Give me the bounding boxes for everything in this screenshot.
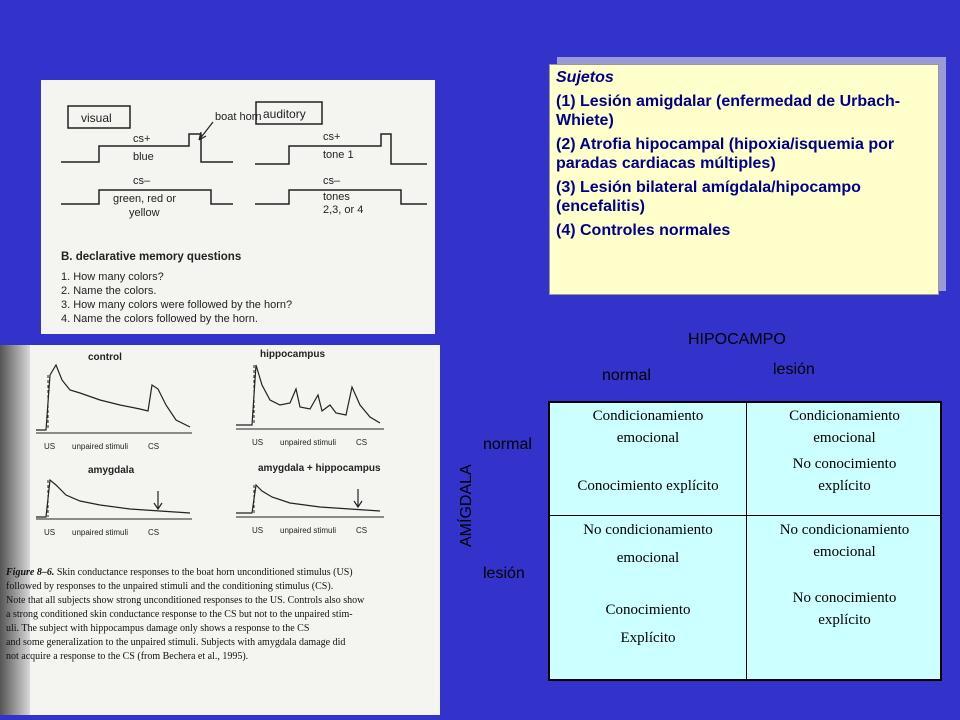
sujetos-item-2: (2) Atrofia hipocampal (hipoxia/isquemia… (556, 136, 895, 172)
visual-label: visual (81, 111, 112, 125)
amygdala-hippocampus-us-label: US (252, 526, 263, 535)
tones-label: tones (323, 191, 350, 203)
caption-line-2: followed by responses to the unpaired st… (6, 581, 333, 592)
cs-plus-right-label: cs+ (323, 131, 340, 143)
cell-lesion-lesion-line-c: No conocimiento (792, 590, 897, 606)
amygdala-hippocampus-cs-arrow-icon (353, 489, 363, 509)
yellow-label: yellow (129, 207, 160, 219)
sujetos-box: Sujetos (1) Lesión amigdalar (enfermedad… (549, 64, 939, 295)
tones-nums-label: 2,3, or 4 (323, 204, 363, 216)
cell-normal-lesion-line-d: explícito (818, 478, 871, 494)
panel-title-amygdala-hippocampus: amygdala + hippocampus (258, 463, 381, 474)
cs-plus-visual-trace (61, 133, 233, 163)
hippocampus-cs-label: CS (356, 438, 367, 447)
sujetos-item-1: (1) Lesión amigdalar (enfermedad de Urba… (556, 93, 901, 129)
cell-lesion-lesion-line-b: emocional (813, 544, 876, 560)
table-vertical-divider (746, 403, 747, 679)
caption-line-7: not acquire a response to the CS (from B… (6, 651, 248, 662)
cell-normal-lesion-line-a: Condicionamiento (789, 408, 900, 424)
control-trace (36, 363, 191, 431)
amygdala-hippocampus-cs-label: CS (356, 526, 367, 535)
amygdala-cs-label: CS (148, 528, 159, 537)
control-unpaired-label: unpaired stimuli (72, 442, 128, 451)
amygdala-cs-arrow-icon (153, 491, 163, 511)
column-lesion-label: lesión (773, 361, 815, 378)
outcome-table: Condicionamiento emocional Conocimiento … (548, 401, 942, 681)
caption-line-4: a strong conditioned skin conductance re… (6, 609, 353, 620)
boat-horn-label: boat horn (215, 111, 261, 123)
visual-box (67, 105, 131, 129)
cell-normal-normal-line-b: emocional (616, 430, 680, 446)
amygdala-hippocampus-trace (236, 483, 381, 514)
cs-plus-left-label: cs+ (133, 133, 150, 145)
hippocampus-trace (236, 364, 381, 426)
cs-minus-right-label: cs– (323, 175, 341, 187)
cell-normal-lesion-line-b: emocional (813, 430, 876, 446)
auditory-box (255, 101, 323, 125)
row-lesion-label: lesión (483, 565, 525, 582)
control-us-label: US (44, 442, 55, 451)
amygdala-hippocampus-unpaired-label: unpaired stimuli (280, 526, 336, 535)
cell-normal-lesion: Condicionamiento emocional No conocimien… (747, 405, 942, 497)
panel-title-amygdala: amygdala (88, 465, 135, 476)
amygdala-trace (36, 478, 191, 518)
question-1: 1. How many colors? (61, 271, 164, 283)
sujetos-item-4: (4) Controles normales (556, 222, 731, 239)
cell-normal-lesion-line-c: No conocimiento (792, 456, 897, 472)
cs-minus-auditory-trace (255, 189, 427, 205)
caption-line-5: uli. The subject with hippocampus damage… (6, 623, 309, 634)
cell-lesion-normal-line-b: emocional (616, 550, 680, 566)
sujetos-item-3: (3) Lesión bilateral amígdala/hipocampo … (556, 179, 861, 215)
hippocampus-us-label: US (252, 438, 263, 447)
table-horizontal-divider (550, 515, 940, 516)
cell-lesion-normal-line-d: Explícito (620, 630, 676, 646)
hippocampus-unpaired-label: unpaired stimuli (280, 438, 336, 447)
scan-shadow (0, 345, 30, 715)
amygdala-unpaired-label: unpaired stimuli (72, 528, 128, 537)
cell-lesion-lesion-line-a: No condicionamiento (779, 522, 910, 538)
cell-lesion-normal: No condicionamiento emocional Conocimien… (550, 519, 746, 649)
question-4: 4. Name the colors followed by the horn. (61, 313, 258, 325)
caption-line-3: Note that all subjects show strong uncon… (6, 595, 365, 606)
skin-conductance-figure: control hippocampus amygdala amygdala + … (0, 345, 440, 715)
row-normal-label: normal (483, 436, 532, 453)
skin-conductance-plots: control hippocampus amygdala amygdala + … (5, 349, 384, 662)
cell-lesion-normal-line-c: Conocimiento (605, 602, 691, 618)
paradigm-figure: visual auditory boat horn cs+ blue cs+ t… (41, 80, 435, 334)
tone1-label: tone 1 (323, 149, 354, 161)
control-cs-label: CS (148, 442, 159, 451)
cs-minus-visual-trace (61, 189, 233, 205)
blue-label: blue (133, 151, 154, 163)
cell-normal-normal: Condicionamiento emocional Conocimiento … (550, 405, 746, 497)
question-3: 3. How many colors were followed by the … (61, 299, 292, 311)
cs-plus-auditory-trace (255, 133, 427, 165)
caption-line-6: and some generalization to the unpaired … (6, 637, 345, 648)
cell-normal-normal-line-a: Condicionamiento (592, 408, 704, 424)
cell-lesion-lesion-line-d: explícito (818, 612, 871, 628)
amigdala-label: AMÍGDALA (458, 464, 475, 547)
questions-title: B. declarative memory questions (61, 251, 241, 263)
sujetos-title: Sujetos (556, 69, 614, 86)
panel-title-control: control (88, 352, 122, 363)
auditory-label: auditory (263, 107, 306, 121)
hipocampo-label: HIPOCAMPO (688, 331, 786, 348)
cell-normal-normal-line-c: Conocimiento explícito (577, 478, 719, 494)
question-2: 2. Name the colors. (61, 285, 156, 297)
amygdala-us-label: US (44, 528, 55, 537)
caption-line-1: Figure 8–6. Skin conductance responses t… (5, 567, 353, 578)
panel-title-hippocampus: hippocampus (260, 349, 325, 360)
paradigm-diagram: visual auditory boat horn cs+ blue cs+ t… (61, 101, 427, 325)
cs-minus-left-label: cs– (133, 175, 151, 187)
column-normal-label: normal (602, 367, 651, 384)
cell-lesion-lesion: No condicionamiento emocional No conocim… (747, 519, 942, 631)
green-red-label: green, red or (113, 193, 176, 205)
cell-lesion-normal-line-a: No condicionamiento (583, 522, 713, 538)
